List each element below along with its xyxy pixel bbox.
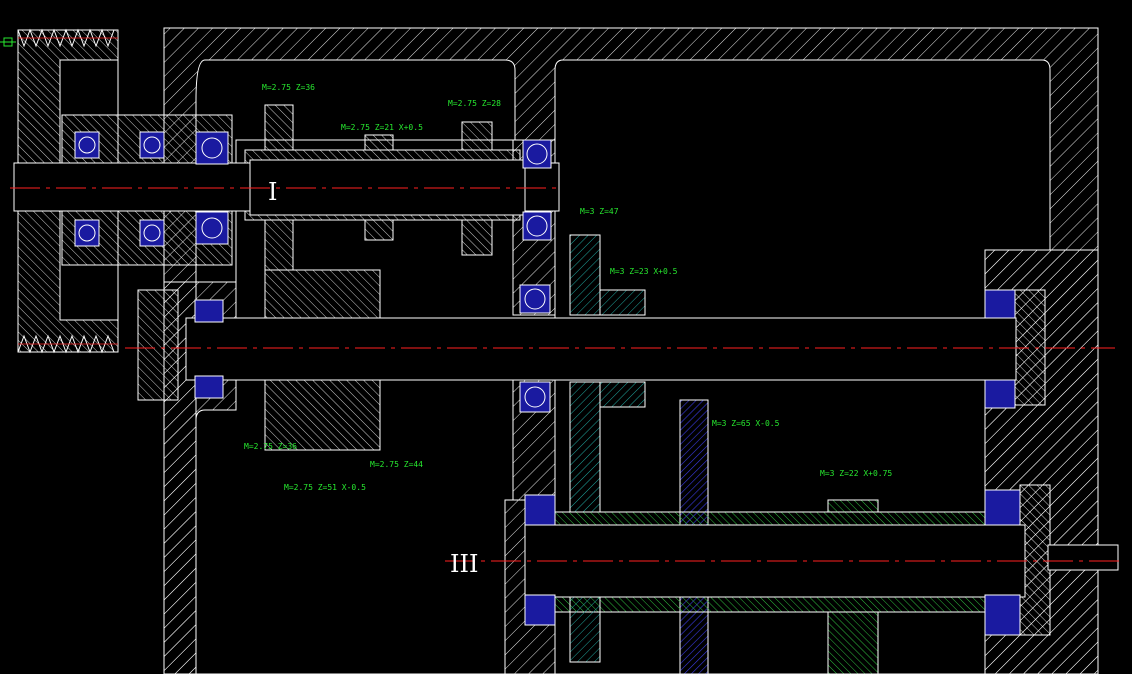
gear-label: M=3 Z=23 X+0.5: [610, 267, 678, 276]
gear-label: M=2.75 Z=28: [448, 99, 501, 108]
cursor-crosshair-icon: [0, 37, 16, 47]
shaft-I-assembly: [13, 104, 560, 271]
shaft-label-I: I: [268, 178, 277, 206]
gear-label: M=2.75 Z=44: [370, 460, 423, 469]
shaft-label-III: III: [450, 550, 478, 578]
shaft-II-assembly: [185, 234, 1017, 513]
centerlines: [10, 187, 1120, 562]
shaft-III-assembly: [524, 399, 1119, 674]
gear-label: M=3 Z=65 X-0.5: [712, 419, 780, 428]
gear-label: M=3 Z=22 X+0.75: [820, 469, 892, 478]
gear-label: M=2.75 Z=36: [262, 83, 315, 92]
gear-label: M=2.75 Z=36: [244, 442, 297, 451]
gear-label: M=2.75 Z=21 X+0.5: [341, 123, 423, 132]
gear-label: M=3 Z=47: [580, 207, 619, 216]
gear-label: M=2.75 Z=51 X-0.5: [284, 483, 366, 492]
